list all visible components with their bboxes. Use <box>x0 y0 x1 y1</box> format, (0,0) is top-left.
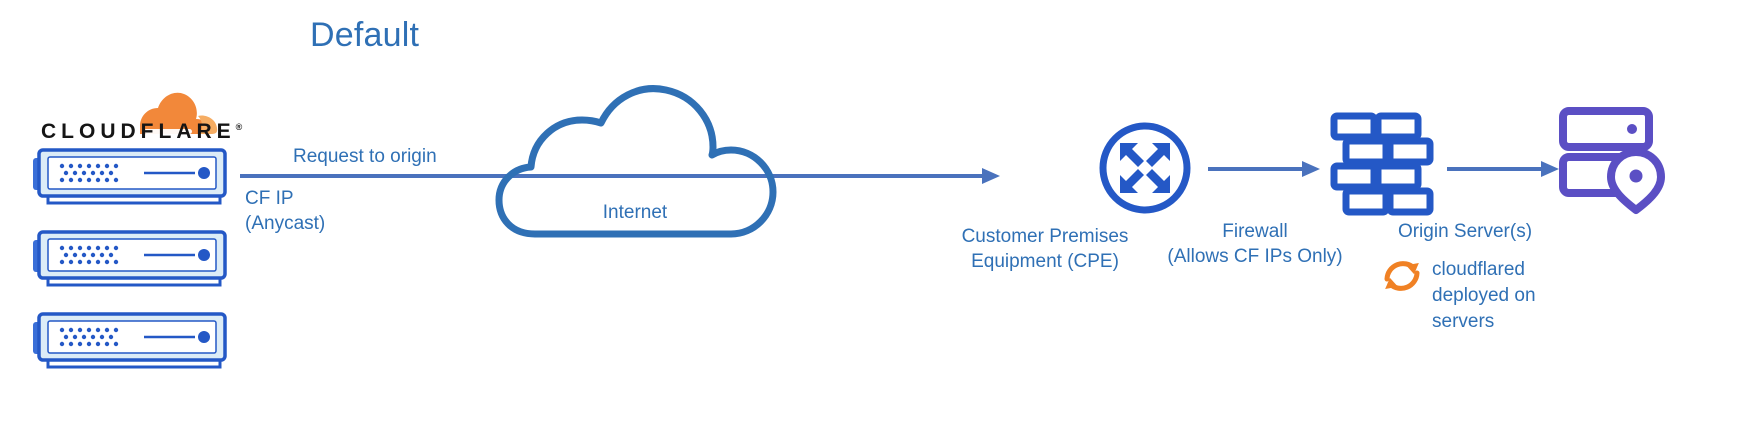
firewall-label: Firewall (Allows CF IPs Only) <box>1140 219 1370 269</box>
cf-ip-label-line2: (Anycast) <box>245 213 326 234</box>
cf-ip-label: CF IP (Anycast) <box>245 186 325 236</box>
firewall-to-origin-arrow <box>1447 159 1559 179</box>
page-title: Default <box>310 16 420 54</box>
firewall-label-line1: Firewall <box>1222 221 1288 242</box>
cloudflared-note-line1: cloudflared <box>1432 259 1525 280</box>
cpe-label: Customer Premises Equipment (CPE) <box>930 224 1160 274</box>
cpe-label-line2: Equipment (CPE) <box>971 251 1119 272</box>
request-to-origin-connector <box>240 160 1000 192</box>
cloud-icon <box>495 82 795 247</box>
cloudflare-wordmark: CLOUDFLARE® <box>41 120 242 144</box>
origin-server-icon <box>1558 106 1668 214</box>
firewall-brick-icon <box>1330 112 1434 216</box>
cloudflare-wordmark-text: CLOUDFLARE <box>41 120 236 143</box>
cloudflared-note: cloudflared deployed on servers <box>1432 257 1572 335</box>
cloudflared-note-line3: servers <box>1432 311 1495 332</box>
registered-mark: ® <box>235 122 243 132</box>
cpe-label-line1: Customer Premises <box>961 226 1129 247</box>
cloudflare-server-1 <box>30 146 240 208</box>
cloudflare-server-2 <box>30 228 240 290</box>
cf-ip-label-line1: CF IP <box>245 188 294 209</box>
request-to-origin-label: Request to origin <box>293 146 437 167</box>
origin-server-label: Origin Server(s) <box>1397 221 1533 242</box>
cloudflare-server-3 <box>30 310 240 372</box>
router-icon <box>1095 118 1195 218</box>
firewall-label-line2: (Allows CF IPs Only) <box>1167 246 1343 267</box>
internet-label: Internet <box>602 202 668 223</box>
sync-arrows-icon <box>1378 252 1426 300</box>
cpe-to-firewall-arrow <box>1208 159 1320 179</box>
cloudflare-cloud-logo <box>38 88 238 150</box>
cloudflared-note-line2: deployed on <box>1432 285 1536 306</box>
